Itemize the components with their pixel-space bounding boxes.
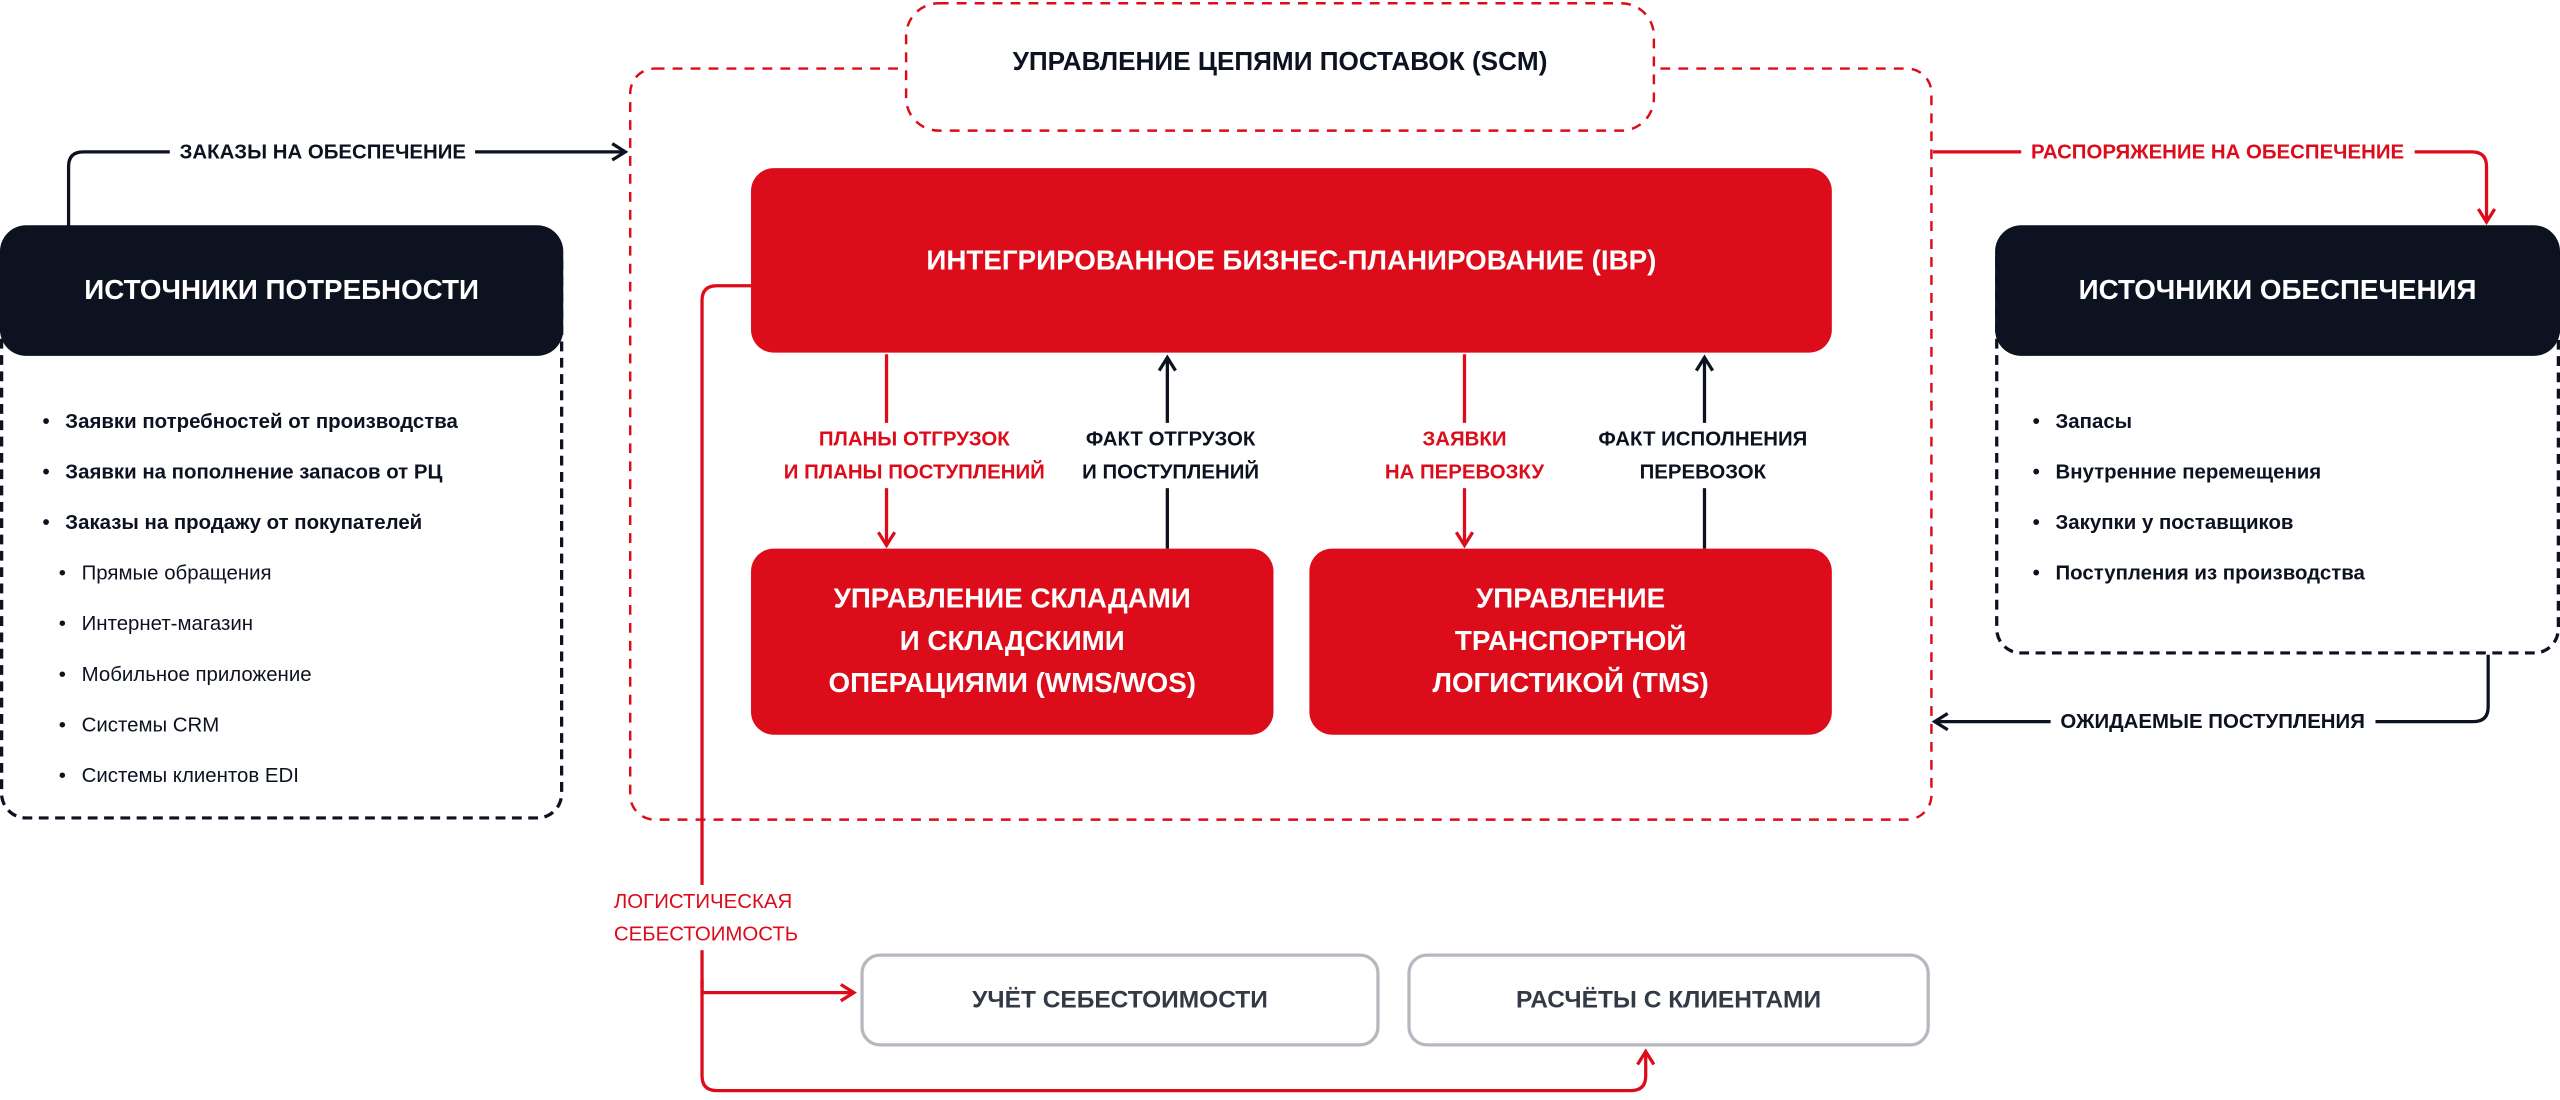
wms-label-2: И СКЛАДСКИМИ [899, 625, 1125, 657]
scm-boundary [628, 67, 1933, 821]
list-item: Поступления из производства [2033, 549, 2365, 600]
expected-arrow [1931, 654, 2490, 732]
list-item: Заявки на пополнение запасов от РЦ [42, 447, 457, 498]
disposition-label: РАСПОРЯЖЕНИЕ НА ОБЕСПЕЧЕНИЕ [2021, 135, 2414, 169]
supply-list: Запасы Внутренние перемещения Закупки у … [2033, 397, 2365, 599]
wms-label-1: УПРАВЛЕНИЕ СКЛАДАМИ [833, 582, 1191, 614]
disposition-arrow [1933, 150, 2497, 226]
list-item: Заказы на продажу от покупателей [42, 498, 457, 549]
list-item: Закупки у поставщиков [2033, 498, 2365, 549]
cost-accounting-block[interactable]: УЧЁТ СЕБЕСТОИМОСТИ [860, 953, 1380, 1047]
tms-label-3: ЛОГИСТИКОЙ (TMS) [1432, 667, 1709, 699]
orders-label: ЗАКАЗЫ НА ОБЕСПЕЧЕНИЕ [169, 135, 476, 169]
scm-title: УПРАВЛЕНИЕ ЦЕПЯМИ ПОСТАВОК (SCM) [1012, 48, 1548, 77]
wms-label-3: ОПЕРАЦИЯМИ (WMS/WOS) [828, 667, 1196, 699]
cost-arrow [700, 284, 857, 1003]
tms-block[interactable]: УПРАВЛЕНИЕ ТРАНСПОРТНОЙ ЛОГИСТИКОЙ (TMS) [1309, 548, 1832, 735]
list-subitem: Прямые обращения [42, 549, 457, 600]
ibp-block[interactable]: ИНТЕГРИРОВАННОЕ БИЗНЕС-ПЛАНИРОВАНИЕ (IBP… [751, 168, 1832, 353]
demand-title: ИСТОЧНИКИ ПОТРЕБНОСТИ [0, 225, 564, 356]
list-subitem: Системы клиентов EDI [42, 751, 457, 802]
ibp-label: ИНТЕГРИРОВАННОЕ БИЗНЕС-ПЛАНИРОВАНИЕ (IBP… [926, 244, 1657, 276]
supply-title: ИСТОЧНИКИ ОБЕСПЕЧЕНИЯ [1995, 225, 2560, 356]
expected-label: ОЖИДАЕМЫЕ ПОСТУПЛЕНИЯ [2050, 705, 2375, 738]
list-subitem: Интернет-магазин [42, 599, 457, 650]
client-settlements-block[interactable]: РАСЧЁТЫ С КЛИЕНТАМИ [1407, 953, 1930, 1047]
tms-label-2: ТРАНСПОРТНОЙ [1454, 625, 1687, 657]
scm-title-frame [904, 2, 1656, 132]
list-subitem: Мобильное приложение [42, 650, 457, 701]
list-item: Заявки потребностей от производства [42, 397, 457, 448]
orders-arrow [66, 142, 629, 229]
list-item: Внутренние перемещения [2033, 447, 2365, 498]
demand-list: Заявки потребностей от производства Заяв… [42, 397, 457, 802]
list-subitem: Системы CRM [42, 700, 457, 751]
wms-block[interactable]: УПРАВЛЕНИЕ СКЛАДАМИ И СКЛАДСКИМИ ОПЕРАЦИ… [751, 548, 1274, 735]
list-item: Запасы [2033, 397, 2365, 448]
settlements-arrow [700, 979, 1656, 1093]
tms-label-1: УПРАВЛЕНИЕ [1476, 582, 1666, 614]
